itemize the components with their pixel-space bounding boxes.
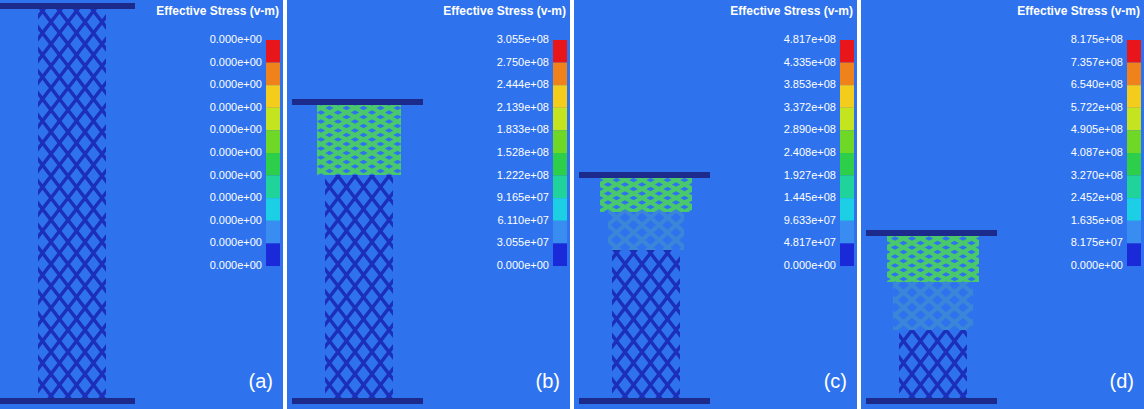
colorbar-value: 0.000e+00: [784, 259, 836, 271]
colorbar-value: 0.000e+00: [210, 236, 262, 248]
result-panel: Effective Stress (v-m) 3.055e+08 2.750e+08…: [287, 0, 570, 409]
colorbar-value: 0.000e+00: [210, 191, 262, 203]
colorbar-value: 0.000e+00: [497, 259, 549, 271]
colorbar-value: 0.000e+00: [210, 259, 262, 271]
panel-letter: (d): [1110, 370, 1134, 393]
panel-letter: (a): [249, 370, 273, 393]
legend-title: Effective Stress (v-m): [730, 4, 853, 18]
colorbar-value: 3.853e+08: [784, 78, 836, 90]
colorbar-value: 6.110e+07: [498, 214, 550, 226]
colorbar-value: 2.408e+08: [784, 146, 836, 158]
colorbar-value: 0.000e+00: [210, 123, 262, 135]
colorbar-value: 4.817e+08: [784, 33, 836, 45]
colorbar-value: 3.372e+08: [784, 101, 836, 113]
colorbar-value: 1.833e+08: [497, 123, 549, 135]
colorbar-value: 1.528e+08: [497, 146, 549, 158]
colorbar-value: 1.927e+08: [784, 169, 836, 181]
colorbar-value: 0.000e+00: [210, 214, 262, 226]
result-panel: Effective Stress (v-m) 8.175e+08 7.357e+08…: [861, 0, 1144, 409]
colorbar-value: 2.444e+08: [497, 78, 549, 90]
colorbar-value: 3.270e+08: [1071, 169, 1123, 181]
colorbar-value: 3.055e+07: [497, 236, 549, 248]
colorbar-value: 4.817e+07: [784, 236, 836, 248]
colorbar-value: 8.175e+07: [1071, 236, 1123, 248]
colorbar-value: 8.175e+08: [1071, 33, 1123, 45]
colorbar-value: 6.540e+08: [1071, 78, 1123, 90]
colorbar-value: 9.633e+07: [784, 214, 836, 226]
colorbar-value: 7.357e+08: [1071, 56, 1123, 68]
colorbar-value: 2.139e+08: [497, 101, 549, 113]
colorbar-value: 2.750e+08: [497, 56, 549, 68]
colorbar-value: 1.222e+08: [497, 169, 549, 181]
panel-letter: (b): [536, 370, 560, 393]
colorbar-value: 5.722e+08: [1071, 101, 1123, 113]
legend-title: Effective Stress (v-m): [1017, 4, 1140, 18]
colorbar-value: 3.055e+08: [497, 33, 549, 45]
colorbar-value: 2.452e+08: [1071, 191, 1123, 203]
colorbar-value: 1.445e+08: [784, 191, 836, 203]
colorbar-value: 0.000e+00: [210, 146, 262, 158]
colorbar-value: 2.890e+08: [784, 123, 836, 135]
legend-title: Effective Stress (v-m): [156, 4, 279, 18]
colorbar-value: 0.000e+00: [210, 78, 262, 90]
result-panel: Effective Stress (v-m) 0.000e+00 0.000e+00…: [0, 0, 283, 409]
colorbar-value: 0.000e+00: [210, 33, 262, 45]
panel-letter: (c): [824, 370, 847, 393]
colorbar-value: 0.000e+00: [1071, 259, 1123, 271]
colorbar-value: 0.000e+00: [210, 101, 262, 113]
colorbar-value: 4.335e+08: [784, 56, 836, 68]
legend-title: Effective Stress (v-m): [443, 4, 566, 18]
colorbar-value: 4.905e+08: [1071, 123, 1123, 135]
colorbar-value: 0.000e+00: [210, 56, 262, 68]
colorbar-value: 9.165e+07: [497, 191, 549, 203]
result-panel: Effective Stress (v-m) 4.817e+08 4.335e+08…: [574, 0, 857, 409]
colorbar-value: 1.635e+08: [1071, 214, 1123, 226]
colorbar-value: 4.087e+08: [1071, 146, 1123, 158]
colorbar-value: 0.000e+00: [210, 169, 262, 181]
